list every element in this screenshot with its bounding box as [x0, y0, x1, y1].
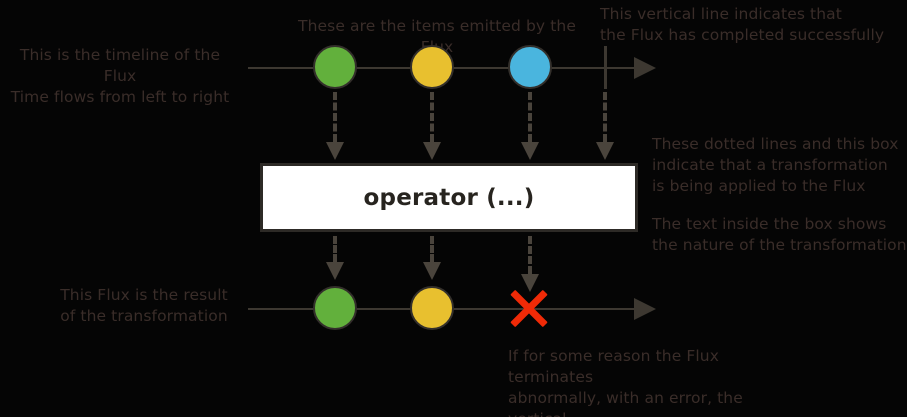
- operator-box[interactable]: operator (...): [260, 163, 638, 232]
- connector-green: [326, 92, 344, 160]
- connector-out-error: [521, 236, 539, 292]
- marble-green: [313, 45, 357, 89]
- connector-complete: [596, 92, 614, 160]
- connector-out-yellow-arrowhead-icon: [423, 262, 441, 280]
- error-x-icon: [506, 285, 552, 331]
- connector-yellow: [423, 92, 441, 160]
- marble-yellow: [410, 286, 454, 330]
- annotation-box-text: The text inside the box shows the nature…: [652, 215, 907, 254]
- connector-green-arrowhead-icon: [326, 142, 344, 160]
- connector-out-error-arrowhead-icon: [521, 274, 539, 292]
- connector-out-green-stem: [333, 236, 337, 262]
- connector-blue-arrowhead-icon: [521, 142, 539, 160]
- annotation-result: This Flux is the result of the transform…: [60, 286, 228, 325]
- connector-blue-stem: [528, 92, 532, 142]
- annotation-transformation: These dotted lines and this box indicate…: [652, 135, 899, 195]
- connector-out-error-stem: [528, 236, 532, 274]
- connector-yellow-arrowhead-icon: [423, 142, 441, 160]
- connector-green-stem: [333, 92, 337, 142]
- connector-complete-arrowhead-icon: [596, 142, 614, 160]
- completion-line-icon: [604, 46, 607, 89]
- connector-out-yellow: [423, 236, 441, 280]
- annotation-error: If for some reason the Flux terminates a…: [508, 347, 743, 417]
- connector-complete-stem: [603, 92, 607, 142]
- connector-blue: [521, 92, 539, 160]
- marble-blue: [508, 45, 552, 89]
- connector-yellow-stem: [430, 92, 434, 142]
- result-timeline-arrow-icon: [634, 298, 656, 320]
- marble-yellow: [410, 45, 454, 89]
- connector-out-green: [326, 236, 344, 280]
- connector-out-green-arrowhead-icon: [326, 262, 344, 280]
- annotation-completion: This vertical line indicates that the Fl…: [600, 5, 885, 44]
- connector-out-yellow-stem: [430, 236, 434, 262]
- annotation-timeline: This is the timeline of the Flux Time fl…: [10, 46, 230, 106]
- operator-label: operator (...): [363, 184, 535, 211]
- marble-green: [313, 286, 357, 330]
- source-timeline-arrow-icon: [634, 57, 656, 79]
